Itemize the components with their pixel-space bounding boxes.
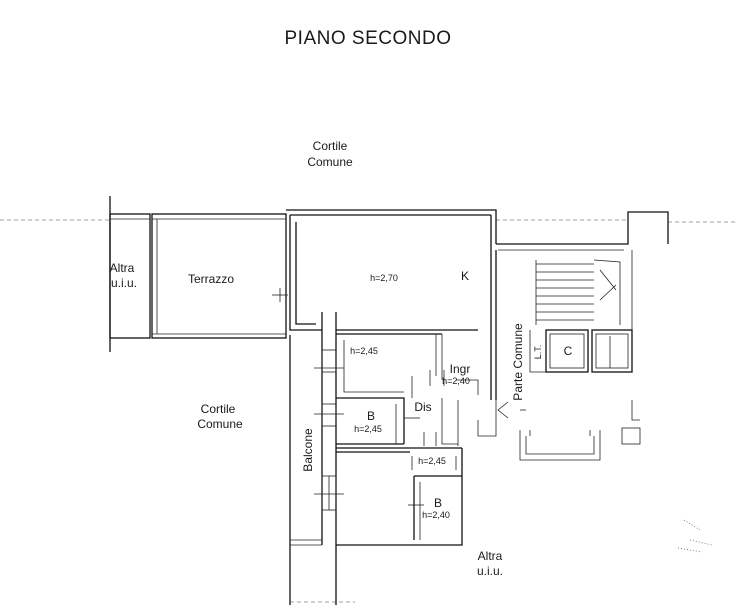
label-bath-1: B (367, 409, 375, 423)
balcony-windows (314, 349, 344, 511)
label-corridor-height: h=2,45 (418, 456, 446, 466)
label-cortile-top-2: Comune (307, 155, 353, 169)
label-cortile-top: Cortile (313, 139, 348, 153)
terrace (151, 213, 288, 339)
label-cortile-left-2: Comune (197, 417, 243, 431)
room-labels: Cortile Comune Altra u.i.u. Terrazzo K h… (110, 139, 573, 578)
label-altra-left-2: u.i.u. (111, 276, 137, 290)
label-bath-2-height: h=2,40 (422, 510, 450, 520)
label-bath-2: B (434, 496, 442, 510)
label-kitchen-height: h=2,70 (370, 273, 398, 283)
label-c: C (564, 344, 573, 358)
label-ingr-height: h=2,40 (442, 376, 470, 386)
label-cortile-left: Cortile (201, 402, 236, 416)
neighbour-unit-left (109, 196, 151, 352)
common-stairwell (496, 211, 669, 461)
label-room-height: h=2,45 (350, 346, 378, 356)
scan-marks (677, 519, 713, 553)
label-altra-bottom: Altra (478, 549, 503, 563)
label-kitchen: K (461, 269, 469, 283)
label-terrazzo: Terrazzo (188, 272, 234, 286)
label-parte-comune: Parte Comune (511, 323, 525, 401)
label-bath-1-height: h=2,45 (354, 424, 382, 434)
interior-partitions (336, 329, 497, 540)
label-ingr: Ingr (450, 362, 471, 376)
boundary-lines (0, 219, 736, 603)
label-dis: Dis (414, 400, 431, 414)
plan-title: PIANO SECONDO (285, 28, 452, 49)
label-altra-left: Altra (110, 261, 135, 275)
label-balcone: Balcone (301, 428, 315, 472)
label-lt: L.T. (533, 345, 543, 360)
label-altra-bottom-2: u.i.u. (477, 564, 503, 578)
